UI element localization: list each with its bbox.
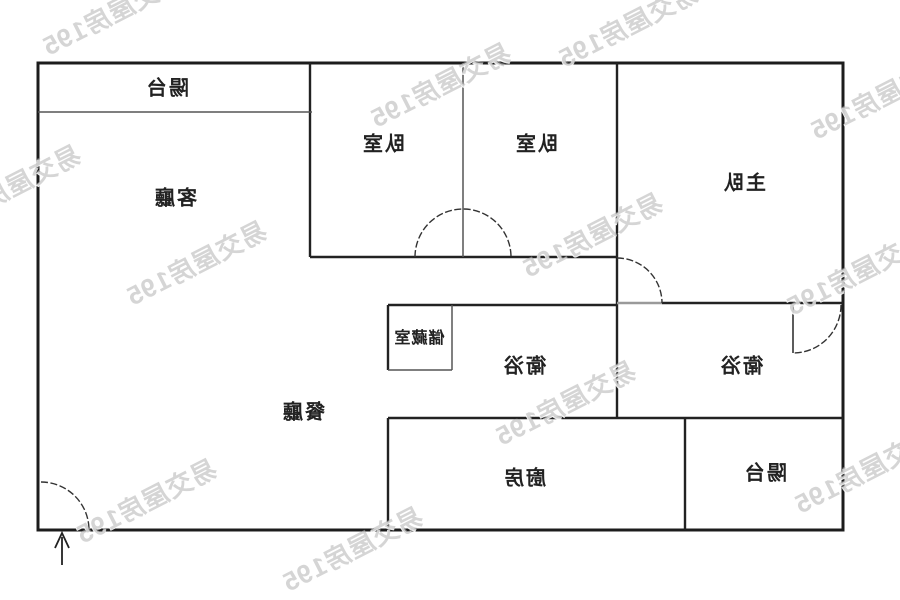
- entrance-arrow-icon: [54, 530, 70, 565]
- room-label-bedroom-left: 臥室: [361, 133, 405, 156]
- master-bedroom-door-arc: [616, 257, 663, 304]
- room-label-balcony-top: 陽台: [145, 77, 189, 100]
- room-label-bathroom-left: 衛浴: [502, 355, 546, 378]
- floorplan-drawing: [36, 61, 845, 565]
- room-label-master-bedroom: 主臥: [722, 172, 766, 195]
- room-label-balcony-bottom: 陽台: [743, 462, 787, 485]
- room-label-living-room: 客廳: [153, 187, 197, 210]
- room-label-bedroom-right: 臥室: [514, 133, 558, 156]
- inner-walls: [308, 63, 843, 530]
- room-label-kitchen: 廚房: [502, 467, 546, 490]
- bedroom-doors-arc: [414, 208, 512, 258]
- partition-lines: [38, 63, 464, 371]
- room-label-storage-room: 儲藏室: [393, 330, 445, 347]
- entrance-door-arc: [40, 481, 90, 531]
- room-label-dining-room: 餐廳: [281, 401, 325, 424]
- outer-walls: [36, 61, 845, 532]
- door-arcs: [40, 208, 842, 531]
- room-label-bathroom-right: 衛浴: [719, 355, 763, 378]
- bathroom-right-door-arc: [792, 304, 842, 354]
